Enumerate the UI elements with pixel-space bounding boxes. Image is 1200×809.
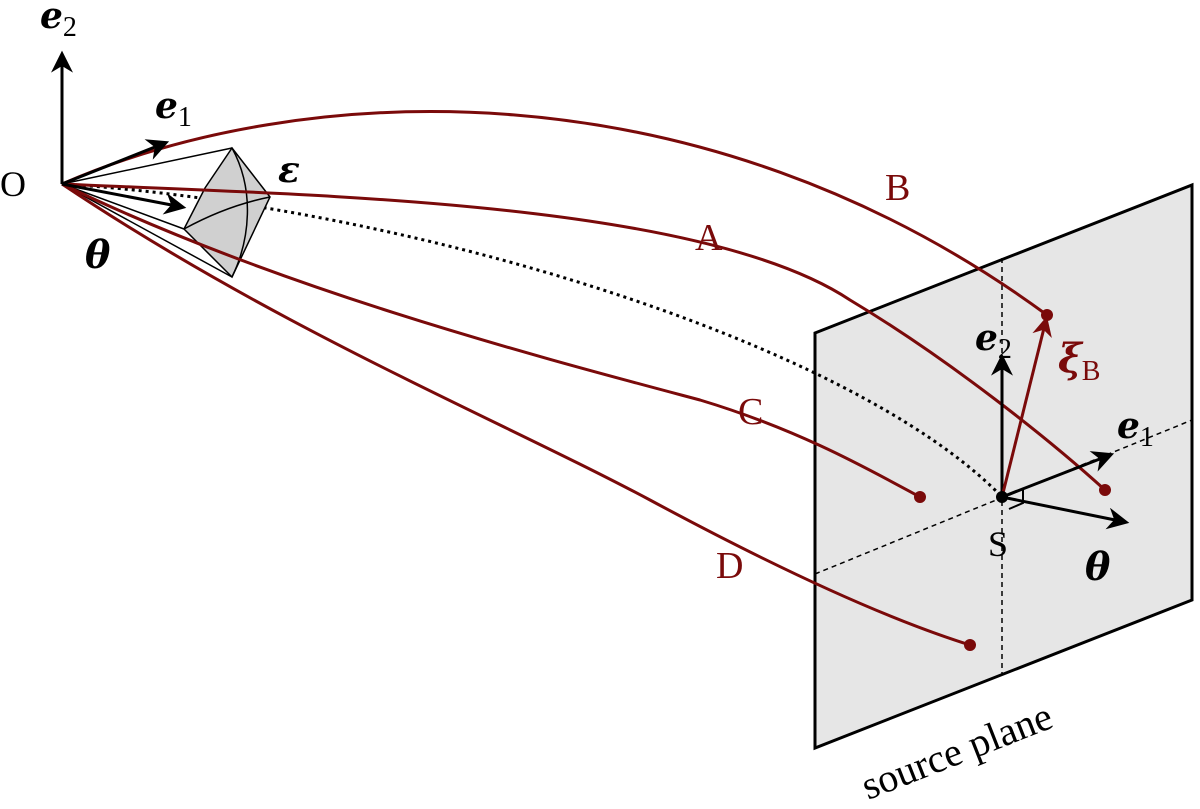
ray-a [61,182,1107,492]
ray-c-endpoint [914,491,926,503]
source-point-s [996,491,1008,503]
solid-angle-edge [61,183,185,230]
epsilon-label: ε [278,149,300,191]
ray-a-endpoint [1099,484,1111,496]
ray-d-endpoint [964,639,976,651]
origin-label: O [0,164,26,204]
ray-b-endpoint [1041,309,1053,321]
solid-angle-face [183,146,271,279]
source-basis [991,316,1130,530]
ray-c [61,182,921,499]
solid-angle-edge [61,183,233,278]
rays [61,110,1111,651]
observer-theta-arrow [61,182,187,215]
source-e2-label: e2 [975,317,1012,365]
ray-b-label: B [885,167,910,209]
xi-b-arrow [1000,316,1052,498]
observer-e2-label: e2 [40,0,77,43]
observer-theta-label: θ [85,232,111,277]
solid-angle-curve [183,196,271,230]
plane-horizontal-dashed-axis [814,419,1193,575]
right-angle-marker [1008,487,1024,510]
observer-e1-label: e1 [155,85,192,133]
solid-angle-epsilon [61,146,271,279]
source-theta-label: θ [1085,544,1111,589]
observer-e1-arrow [61,139,170,186]
xi-b-label: ξB [1058,335,1100,387]
solid-angle-curve [231,147,249,278]
ray-a-label: A [695,217,723,259]
source-e1-label: e1 [1117,405,1154,453]
solid-angle-edge [61,147,233,185]
source-point-label: S [988,524,1008,564]
ray-d [61,182,971,647]
ray-b [61,110,1048,317]
ray-d-label: D [716,545,743,587]
ray-c-label: C [738,391,763,433]
observer-basis [51,50,187,215]
